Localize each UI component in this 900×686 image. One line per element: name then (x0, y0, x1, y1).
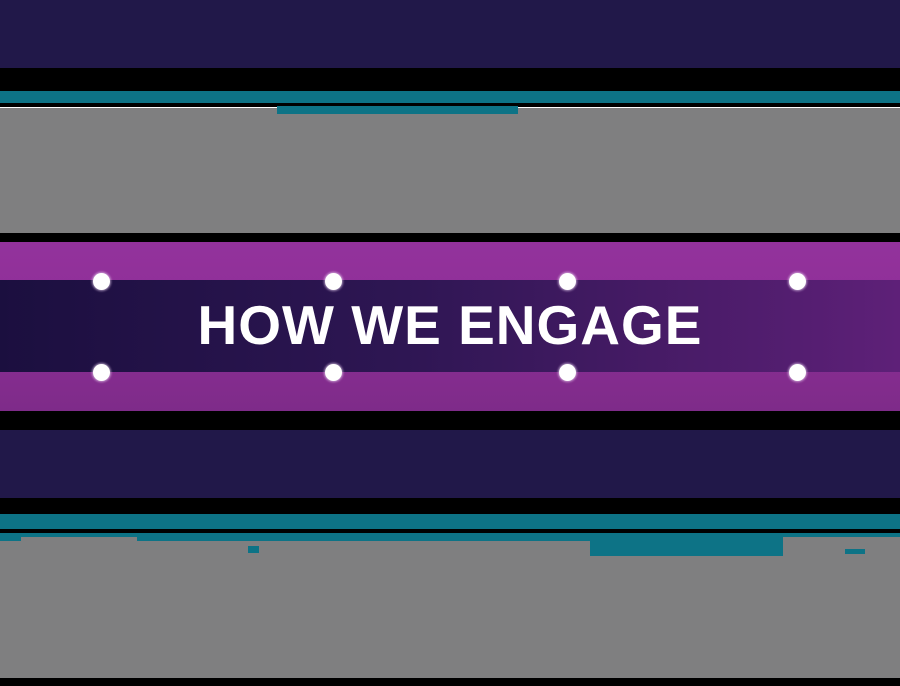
selection-dot (789, 364, 806, 381)
banner-ribbon-inner: HOW WE ENGAGE (0, 280, 900, 372)
divider-black-stripe (0, 411, 900, 430)
selection-dot (789, 273, 806, 290)
top-black-stripe (0, 68, 900, 91)
top-teal-band (0, 91, 900, 103)
redacted-teal-text (248, 546, 259, 553)
bottom-black-bar (0, 678, 900, 686)
redacted-teal-text (590, 539, 783, 556)
redacted-paragraph-bottom (0, 535, 900, 678)
redacted-teal-text (0, 533, 21, 541)
redacted-paragraph-top (0, 108, 900, 233)
teal-accent-strip (277, 106, 518, 114)
selection-dot (559, 364, 576, 381)
banner-title: HOW WE ENGAGE (197, 293, 703, 356)
top-black-rule (0, 103, 900, 107)
bottom-teal-band (0, 514, 900, 529)
selection-dot (93, 273, 110, 290)
divider-black-stripe (0, 498, 900, 514)
top-navy-band (0, 0, 900, 68)
redacted-teal-text (845, 549, 865, 554)
selection-dot (325, 364, 342, 381)
selection-dot (93, 364, 110, 381)
divider-black-stripe (0, 233, 900, 242)
lower-navy-band (0, 430, 900, 498)
redacted-teal-text (137, 533, 783, 541)
selection-dot (325, 273, 342, 290)
bottom-black-rule (0, 529, 900, 533)
selection-dot (559, 273, 576, 290)
